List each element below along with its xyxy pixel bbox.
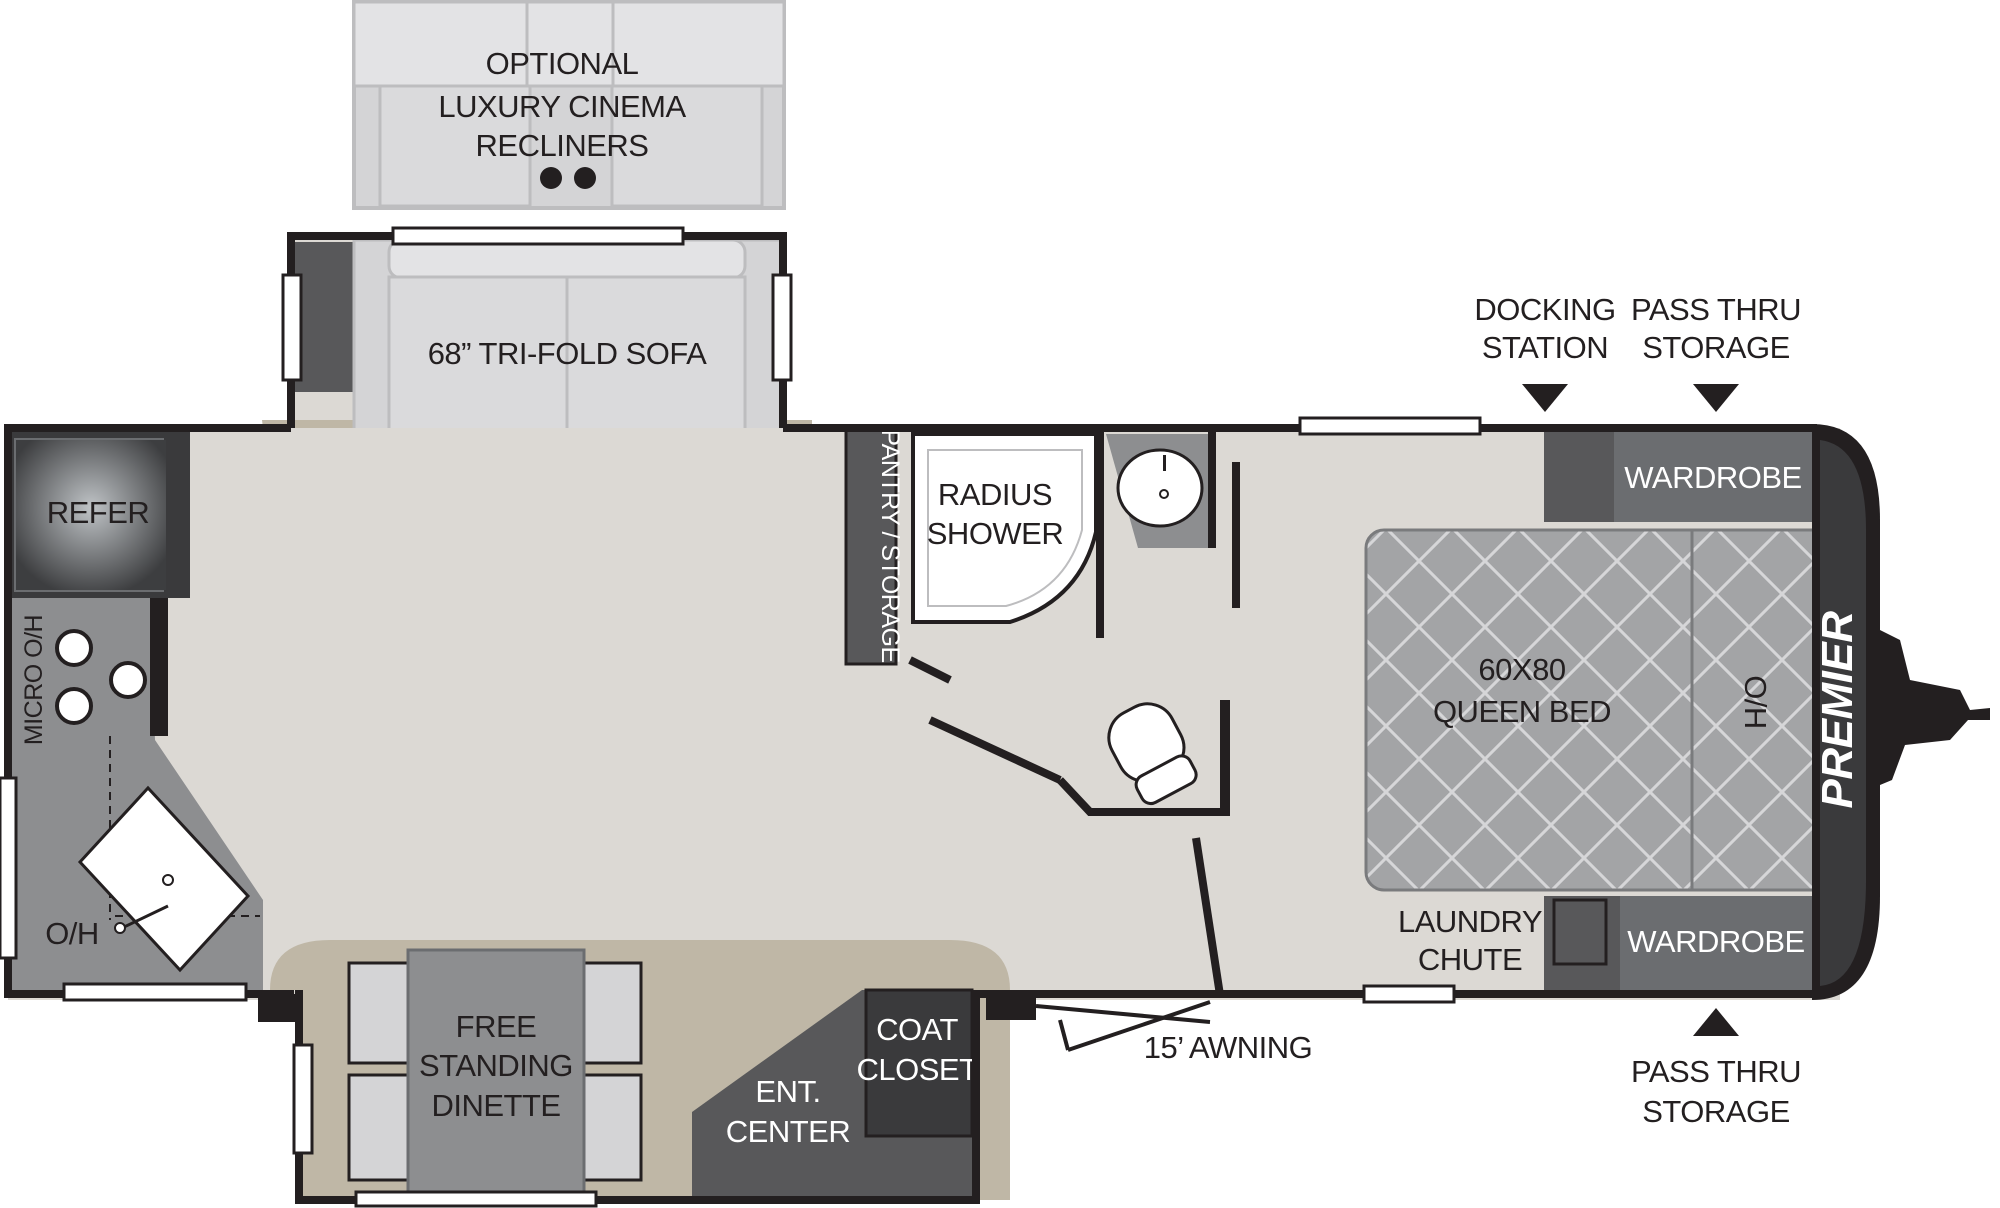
dinette-label-1: FREE	[456, 1009, 537, 1044]
awning-label: 15’ AWNING	[1144, 1030, 1312, 1065]
burner-icon	[55, 629, 93, 667]
window	[292, 1043, 314, 1155]
optional-label-2: LUXURY CINEMA	[438, 89, 686, 124]
sofa-label: 68” TRI-FOLD SOFA	[428, 336, 707, 371]
pass-thru-bottom-label-1: PASS THRU	[1631, 1054, 1801, 1089]
bed-label-1: 60X80	[1478, 652, 1565, 687]
shower-label-1: RADIUS	[938, 477, 1052, 512]
bed-label-2: QUEEN BED	[1433, 694, 1611, 729]
wardrobe-top-label: WARDROBE	[1624, 460, 1801, 495]
pantry: PANTRY / STORAGE	[844, 426, 904, 666]
coat-closet-label-1: COAT	[876, 1012, 958, 1047]
front-cap: PREMIER	[1812, 424, 1990, 1000]
window	[0, 776, 18, 960]
dinette-label-2: STANDING	[419, 1048, 573, 1083]
kitchen-oh-label: O/H	[45, 916, 99, 951]
brand-logo: PREMIER	[1813, 611, 1862, 809]
window	[771, 273, 793, 382]
dinette-table	[406, 948, 586, 1197]
cupholder-icon	[540, 167, 562, 189]
kitchen: REFER MICRO O/H O/H	[8, 432, 263, 990]
exterior-walls: 15’ AWNING	[0, 416, 1817, 1065]
pass-thru-bottom-label-2: STORAGE	[1642, 1094, 1790, 1129]
arrow-up-icon	[1693, 1008, 1739, 1036]
callouts: DOCKING STATION PASS THRU STORAGE PASS T…	[1474, 292, 1801, 1129]
wardrobe-bottom-label: WARDROBE	[1627, 924, 1804, 959]
window	[391, 226, 685, 246]
laundry-label-1: LAUNDRY	[1398, 904, 1542, 939]
arrow-down-icon	[1522, 384, 1568, 412]
window	[1362, 984, 1456, 1004]
docking-label-1: DOCKING	[1474, 292, 1615, 327]
ent-center-label-1: ENT.	[755, 1074, 820, 1109]
lavatory-sink-icon	[1116, 448, 1204, 528]
bed-oh-label: O/H	[1738, 675, 1773, 729]
docking-label-2: STATION	[1482, 330, 1608, 365]
toilet-icon	[1107, 702, 1198, 806]
ent-center-label-2: CENTER	[726, 1114, 850, 1149]
bathroom: RADIUS SHOWER	[908, 428, 1240, 996]
optional-label-3: RECLINERS	[476, 128, 649, 163]
window	[281, 273, 303, 382]
shower-label-2: SHOWER	[927, 516, 1064, 551]
burner-icon	[55, 687, 93, 725]
burner-icon	[109, 661, 147, 699]
window	[354, 1190, 598, 1208]
pass-thru-top-label-2: STORAGE	[1642, 330, 1790, 365]
pantry-label: PANTRY / STORAGE	[876, 429, 904, 662]
arrow-down-icon	[1693, 384, 1739, 412]
laundry-label-2: CHUTE	[1418, 942, 1522, 977]
window	[62, 982, 248, 1002]
optional-label-1: OPTIONAL	[486, 46, 639, 81]
optional-recliners: OPTIONAL LUXURY CINEMA RECLINERS	[352, 0, 786, 210]
coat-closet-label-2: CLOSET	[856, 1052, 978, 1087]
rear-slideout: FREE STANDING DINETTE COAT CLOSET ENT. C…	[270, 940, 1010, 1208]
sofa-slideout: 68” TRI-FOLD SOFA	[262, 226, 812, 455]
window	[1298, 416, 1482, 436]
hitch-icon	[1880, 630, 1990, 785]
refer-label: REFER	[47, 495, 150, 530]
dinette-label-3: DINETTE	[431, 1088, 560, 1123]
micro-label: MICRO O/H	[20, 615, 48, 745]
cupholder-icon	[574, 167, 596, 189]
pass-thru-top-label-1: PASS THRU	[1631, 292, 1801, 327]
